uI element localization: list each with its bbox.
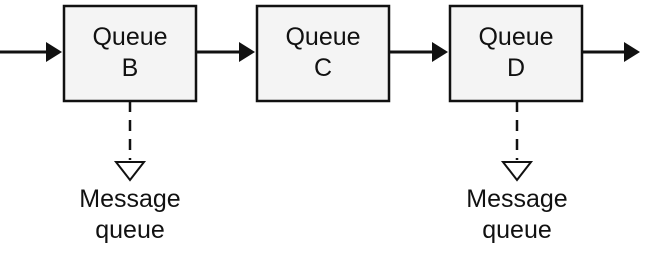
outgoing-arrow [582,42,640,62]
message-queue-b-line1: Message [79,185,181,213]
message-queue-label-b: Message queue [55,184,205,246]
queue-label-d-line2: D [506,54,526,82]
queue-label-d-line1: Queue [478,23,554,51]
queue-label-d: Queue D [450,22,582,84]
dashed-connector-b [113,101,147,182]
queue-box-c [255,4,391,103]
message-queue-d-line2: queue [482,216,552,244]
queue-label-c-line2: C [313,54,333,82]
dashed-connector-d [500,101,534,182]
queue-label-b-line1: Queue [92,23,168,51]
message-queue-b-line2: queue [95,216,165,244]
message-queue-d-line1: Message [466,185,568,213]
queue-label-b: Queue B [64,22,196,84]
queue-label-c-line1: Queue [285,23,361,51]
open-triangle-d [500,161,534,182]
open-triangle-b [113,161,147,182]
arrow-b-to-c [196,42,255,62]
queue-label-b-line2: B [121,54,139,82]
queue-label-c: Queue C [257,22,389,84]
message-queue-label-d: Message queue [442,184,592,246]
arrow-c-to-d [389,42,448,62]
incoming-arrow [0,42,62,62]
